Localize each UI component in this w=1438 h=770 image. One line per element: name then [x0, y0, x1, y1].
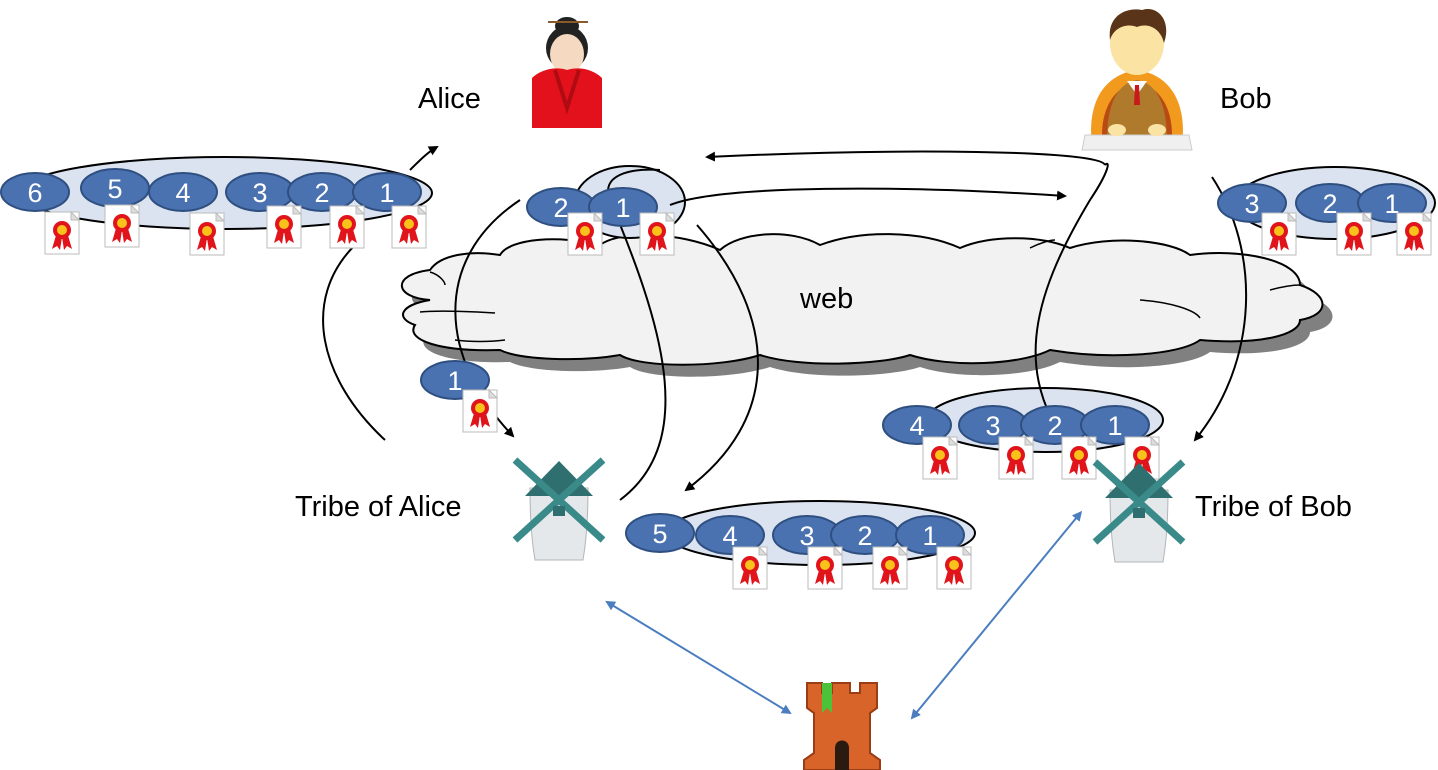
castle-links: [605, 510, 1083, 720]
block-number: 2: [857, 521, 872, 551]
block-number: 3: [252, 178, 267, 208]
tribe-bob-windmill-icon: [1092, 459, 1186, 563]
block-badge: 5: [80, 168, 150, 208]
tribe-alice-label: Tribe of Alice: [295, 491, 462, 523]
block-number: 5: [107, 174, 122, 204]
block-badge: 6: [0, 172, 70, 212]
block-badge: 3: [225, 172, 295, 212]
certificate-icon: [872, 546, 908, 590]
block-number: 4: [909, 411, 924, 441]
block-badge: 4: [882, 405, 952, 445]
block-number: 2: [553, 193, 568, 223]
block-badge: 2: [287, 172, 357, 212]
block-number: 1: [379, 178, 394, 208]
certificate-icon: [807, 546, 843, 590]
certificate-icon: [391, 205, 427, 249]
arrow-chain-to-bottom: [684, 224, 759, 492]
alice-label: Alice: [418, 83, 481, 115]
block-number: 6: [27, 178, 42, 208]
block-badge: 4: [148, 172, 218, 212]
certificate-icon: [104, 204, 140, 248]
block-number: 4: [722, 521, 737, 551]
block-number: 1: [1107, 411, 1122, 441]
certificate-icon: [189, 212, 225, 256]
arrow-tribe-alice-to-chain: [322, 244, 386, 441]
castle-icon: [803, 682, 881, 770]
block-badge: 1: [1080, 405, 1150, 445]
link-tribe-alice-castle: [605, 600, 792, 715]
alice-avatar-icon: [532, 17, 602, 128]
block-number: 2: [314, 178, 329, 208]
bob-chain: 3 2 1: [1217, 183, 1432, 256]
certificate-icon: [936, 546, 972, 590]
block-number: 3: [985, 411, 1000, 441]
web-cloud: web: [400, 233, 1333, 377]
certificate-icon: [462, 389, 498, 433]
bob-avatar-icon: [1081, 9, 1193, 151]
cloud-body: [400, 233, 1324, 366]
certificate-icon: [1396, 212, 1432, 256]
certificate-icon: [1336, 212, 1372, 256]
block-number: 2: [1047, 411, 1062, 441]
block-badge: 1: [352, 172, 422, 212]
arrow-bob-to-top: [705, 150, 1106, 166]
certificate-icon: [1061, 436, 1097, 480]
tribe-bob-label: Tribe of Bob: [1195, 491, 1352, 523]
block-number: 1: [447, 366, 462, 396]
arrow-top-middle-to-bob: [669, 187, 1067, 206]
certificate-icon: [639, 212, 675, 256]
block-number: 2: [1322, 189, 1337, 219]
block-number: 1: [922, 521, 937, 551]
block-number: 4: [175, 178, 190, 208]
block-badge: 2: [830, 515, 900, 555]
block-number: 5: [652, 519, 667, 549]
certificate-icon: [567, 212, 603, 256]
block-badge: 4: [695, 515, 765, 555]
web-label: web: [799, 283, 853, 315]
tribe-bob-chain: 4 3 2 1: [882, 405, 1160, 480]
single-chain: 1: [420, 360, 498, 433]
bottom-middle-chain: 5 4 3 2 1: [625, 513, 972, 590]
block-badge: 2: [1020, 405, 1090, 445]
certificate-icon: [266, 205, 302, 249]
block-number: 1: [615, 193, 630, 223]
block-badge: 5: [625, 513, 695, 553]
block-number: 1: [1384, 189, 1399, 219]
block-number: 3: [1244, 189, 1259, 219]
certificate-icon: [732, 546, 768, 590]
tribe-alice-windmill-icon: [512, 457, 606, 561]
certificate-icon: [922, 436, 958, 480]
certificate-icon: [1261, 212, 1297, 256]
link-tribe-bob-castle: [910, 510, 1083, 720]
arrow-chain-to-alice: [409, 146, 439, 171]
block-badge: 1: [895, 515, 965, 555]
certificate-icon: [998, 436, 1034, 480]
block-number: 3: [799, 521, 814, 551]
certificate-icon: [329, 205, 365, 249]
arrow-tribe-alice-up: [607, 168, 667, 501]
bob-label: Bob: [1220, 83, 1272, 115]
alice-chain: 6 5 4 3 2 1: [0, 168, 427, 256]
certificate-icon: [44, 211, 80, 255]
